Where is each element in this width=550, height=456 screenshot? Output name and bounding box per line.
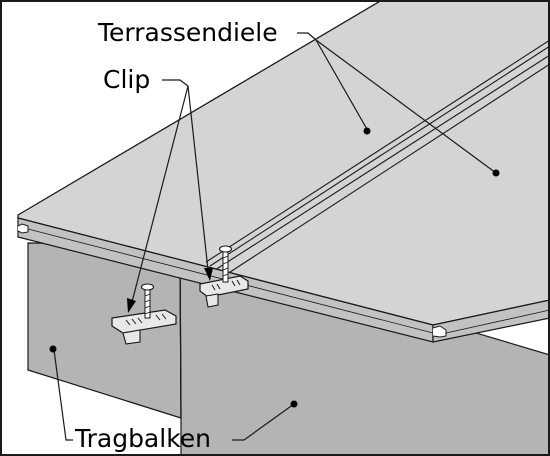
clip-right-base <box>199 275 249 298</box>
board-groove-line-2 <box>209 45 550 267</box>
board-leader-2 <box>315 39 497 174</box>
board-leader-1 <box>315 39 369 132</box>
clip-left-screw-thread-3 <box>144 305 151 309</box>
beam-dot-2 <box>290 400 298 408</box>
leader-lines <box>53 32 497 441</box>
beam-label-underline-right <box>232 403 295 441</box>
clip-left-teeth-1 <box>125 319 131 326</box>
clip-right-teeth-1 <box>211 284 216 291</box>
clip-right-screw-thread-2 <box>222 261 229 265</box>
clip-right-teeth-2 <box>216 283 221 290</box>
clip-left-teeth-4 <box>155 314 161 321</box>
clip-left-base <box>111 309 177 334</box>
clip-right <box>199 245 249 308</box>
clip-left-teeth-2 <box>131 318 137 325</box>
board-dot-1 <box>363 127 371 135</box>
clip-left-screw-head <box>140 283 155 291</box>
clip-right-screw-shaft <box>222 249 229 283</box>
clip-right-teeth-4 <box>236 279 241 286</box>
clip-label-underline <box>162 79 189 87</box>
clip-leader-1 <box>131 85 189 303</box>
clip-right-screw-thread-4 <box>222 273 229 277</box>
board-edge-groove <box>17 223 29 234</box>
clip-right-screw-head <box>218 245 233 253</box>
board-dot-2 <box>492 169 500 177</box>
board-groove-line-1 <box>205 39 550 263</box>
clip-label: Clip <box>103 65 150 94</box>
clip-right-screw-thread-1 <box>222 255 229 259</box>
beam-label: Tragbalken <box>74 424 211 453</box>
board-groove-line-3 <box>214 54 550 271</box>
clip-left-screw-thread-2 <box>144 299 151 303</box>
board-label-underline <box>297 32 317 41</box>
clip-leader-2 <box>187 85 209 271</box>
board-right-groove-line <box>445 309 550 334</box>
clip-left-teeth-5 <box>161 313 167 320</box>
board-groove-line-4 <box>223 63 550 277</box>
deck-boards <box>17 0 550 343</box>
clip-left-screw-thread-4 <box>144 311 151 315</box>
clip-left-teeth-3 <box>137 317 143 324</box>
leader-dots <box>49 127 500 408</box>
clip-right-teeth-3 <box>231 280 236 287</box>
beam-dot-1 <box>49 345 57 353</box>
clip-right-foot <box>205 293 219 308</box>
clip-arrowheads <box>127 268 213 313</box>
clip-left-screw-thread-1 <box>144 293 151 297</box>
beam-label-underline-left <box>53 349 73 441</box>
board-label: Terrassendiele <box>97 18 278 47</box>
clip-arrowhead-left <box>127 298 136 313</box>
clip-left <box>111 283 177 345</box>
clip-arrowhead-right <box>204 268 213 281</box>
clip-right-screw-thread-3 <box>222 267 229 271</box>
clip-left-foot <box>122 329 141 345</box>
